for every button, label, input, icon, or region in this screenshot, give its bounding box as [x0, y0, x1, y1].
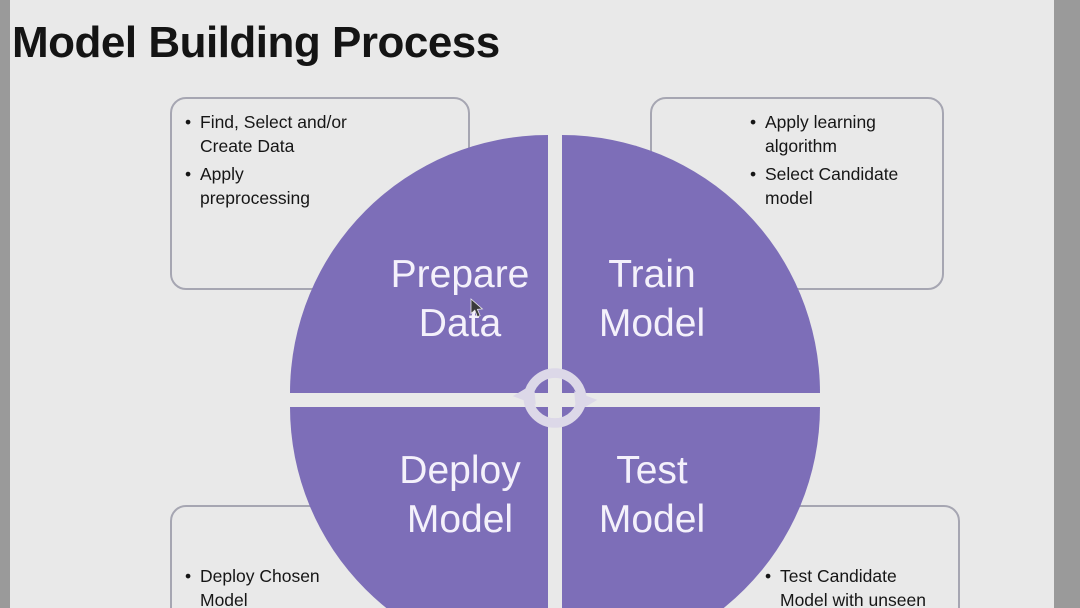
bullet-item: • Apply learning algorithm [750, 111, 898, 158]
model-cycle-diagram: Prepare Data Train Model Deploy Model Te… [290, 135, 820, 608]
quadrant-label-prepare-data: Prepare Data [390, 252, 530, 345]
mouse-pointer-icon [470, 298, 484, 318]
bullet-text: Apply preprocessing [200, 164, 310, 208]
callout-test-model: • Test Candidate Model with unseen [650, 505, 960, 608]
bullet-text: Apply learning algorithm [765, 112, 876, 156]
bullet-marker: • [185, 164, 192, 185]
bullet-item: • Test Candidate Model with unseen [765, 565, 926, 608]
bullet-marker: • [750, 164, 757, 185]
bullet-text: Select Candidate model [765, 164, 899, 208]
bullet-text: Test Candidate Model with unseen [780, 566, 926, 608]
bullet-marker: • [185, 566, 192, 586]
page-title: Model Building Process [12, 18, 500, 67]
cycle-arrows-icon [512, 368, 598, 428]
bullet-marker: • [765, 566, 772, 586]
quadrant-label-test-model: Test Model [598, 448, 706, 541]
bullet-item: • Select Candidate model [750, 163, 898, 210]
bullet-item: • Deploy Chosen Model [185, 565, 320, 608]
left-edge-strip [0, 0, 10, 608]
bullet-text: Find, Select and/or Create Data [200, 112, 347, 156]
bullet-marker: • [750, 112, 757, 132]
quadrant-label-train-model: Train Model [598, 252, 706, 345]
callout-prepare-data: • Find, Select and/or Create Data • Appl… [170, 97, 470, 290]
bullet-item: • Apply preprocessing [185, 163, 347, 210]
callout-train-model: • Apply learning algorithm • Select Cand… [650, 97, 944, 290]
bullet-text: Deploy Chosen Model [200, 566, 320, 608]
quadrant-label-deploy-model: Deploy Model [399, 448, 521, 541]
bullet-marker: • [185, 112, 192, 132]
right-edge-strip [1054, 0, 1080, 608]
bullet-item: • Find, Select and/or Create Data [185, 111, 347, 158]
